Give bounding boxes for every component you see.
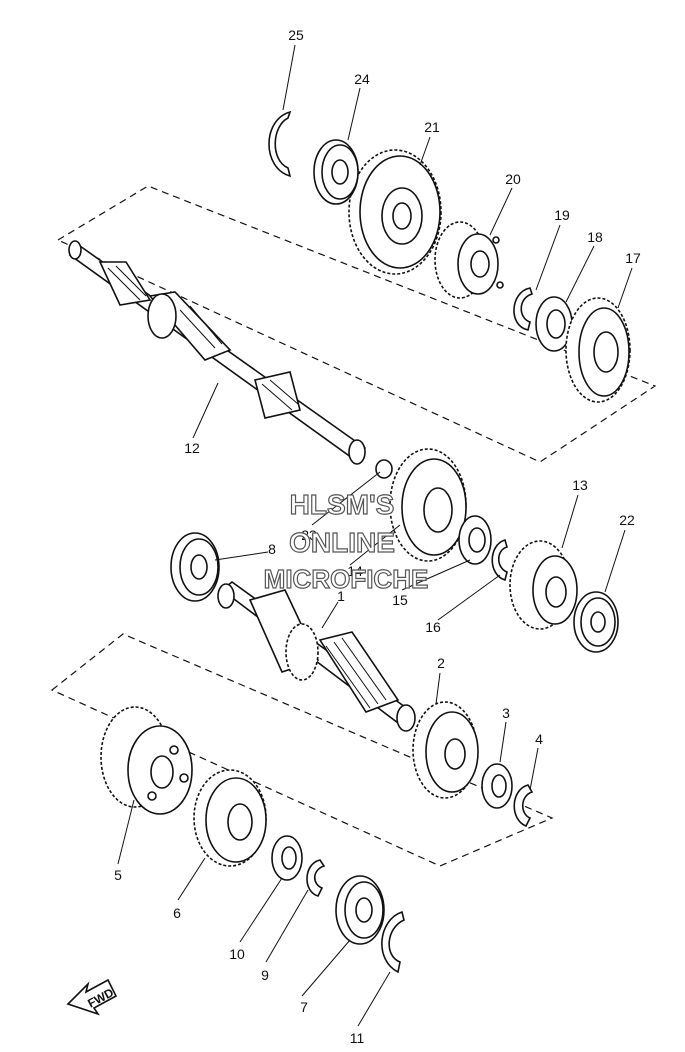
gear-20 (434, 221, 504, 299)
watermark-line-3: MICROFICHE (264, 564, 429, 594)
circlip-9 (306, 859, 326, 897)
bearing-7 (335, 875, 385, 945)
part-label-12: 12 (184, 440, 200, 456)
part-label-8: 8 (268, 541, 276, 557)
bearing-22 (573, 591, 619, 653)
part-label-15: 15 (392, 592, 408, 608)
part-label-23: 23 (301, 527, 317, 543)
part-label-22: 22 (619, 512, 635, 528)
part-label-4: 4 (535, 731, 543, 747)
gear-14 (389, 448, 467, 562)
part-label-13: 13 (572, 477, 588, 493)
circlip-11 (381, 910, 405, 974)
washer-18 (535, 296, 573, 352)
gear-21 (348, 149, 442, 275)
part-label-16: 16 (425, 619, 441, 635)
watermark-line-2: ONLINE (289, 527, 395, 558)
drive-axle-shaft (217, 580, 416, 732)
circlip-19 (513, 287, 534, 331)
part-label-17: 17 (625, 250, 641, 266)
part-label-9: 9 (261, 967, 269, 983)
bearing-8 (170, 532, 220, 602)
part-label-20: 20 (505, 171, 521, 187)
part-label-6: 6 (173, 905, 181, 921)
watermark-line-1: HLSM'S (290, 489, 395, 520)
part-label-25: 25 (288, 27, 304, 43)
part-label-24: 24 (354, 71, 370, 87)
fwd-arrow-icon: FWD (66, 978, 118, 1016)
washer-10 (271, 835, 303, 881)
washer-3 (481, 763, 513, 809)
part-labels: 25 24 21 20 19 18 17 12 23 14 15 16 13 2… (114, 27, 641, 1046)
part-label-19: 19 (554, 207, 570, 223)
circlip-4 (513, 784, 534, 828)
gear-13 (509, 540, 578, 630)
upper-assembly-boundary (56, 185, 657, 463)
circlip-16 (491, 539, 508, 582)
part-label-3: 3 (502, 705, 510, 721)
collar-23 (375, 459, 393, 479)
gear-5 (100, 706, 193, 815)
part-label-7: 7 (300, 999, 308, 1015)
main-axle-shaft (68, 240, 367, 465)
part-label-1: 1 (337, 588, 345, 604)
part-label-5: 5 (114, 867, 122, 883)
bearing-24 (313, 139, 359, 205)
part-label-11: 11 (350, 1030, 365, 1046)
circlip-25 (268, 110, 292, 178)
gear-2 (412, 701, 479, 799)
lower-assembly-boundary (50, 633, 554, 867)
part-label-10: 10 (229, 946, 245, 962)
leader-lines (117, 44, 633, 1027)
part-label-14: 14 (347, 563, 363, 579)
watermark: HLSM'S ONLINE MICROFICHE (263, 488, 429, 594)
part-label-21: 21 (424, 119, 440, 135)
part-label-18: 18 (587, 229, 603, 245)
gear-6 (193, 769, 267, 867)
part-label-2: 2 (437, 655, 445, 671)
washer-15 (458, 515, 492, 565)
gear-17 (565, 297, 631, 403)
